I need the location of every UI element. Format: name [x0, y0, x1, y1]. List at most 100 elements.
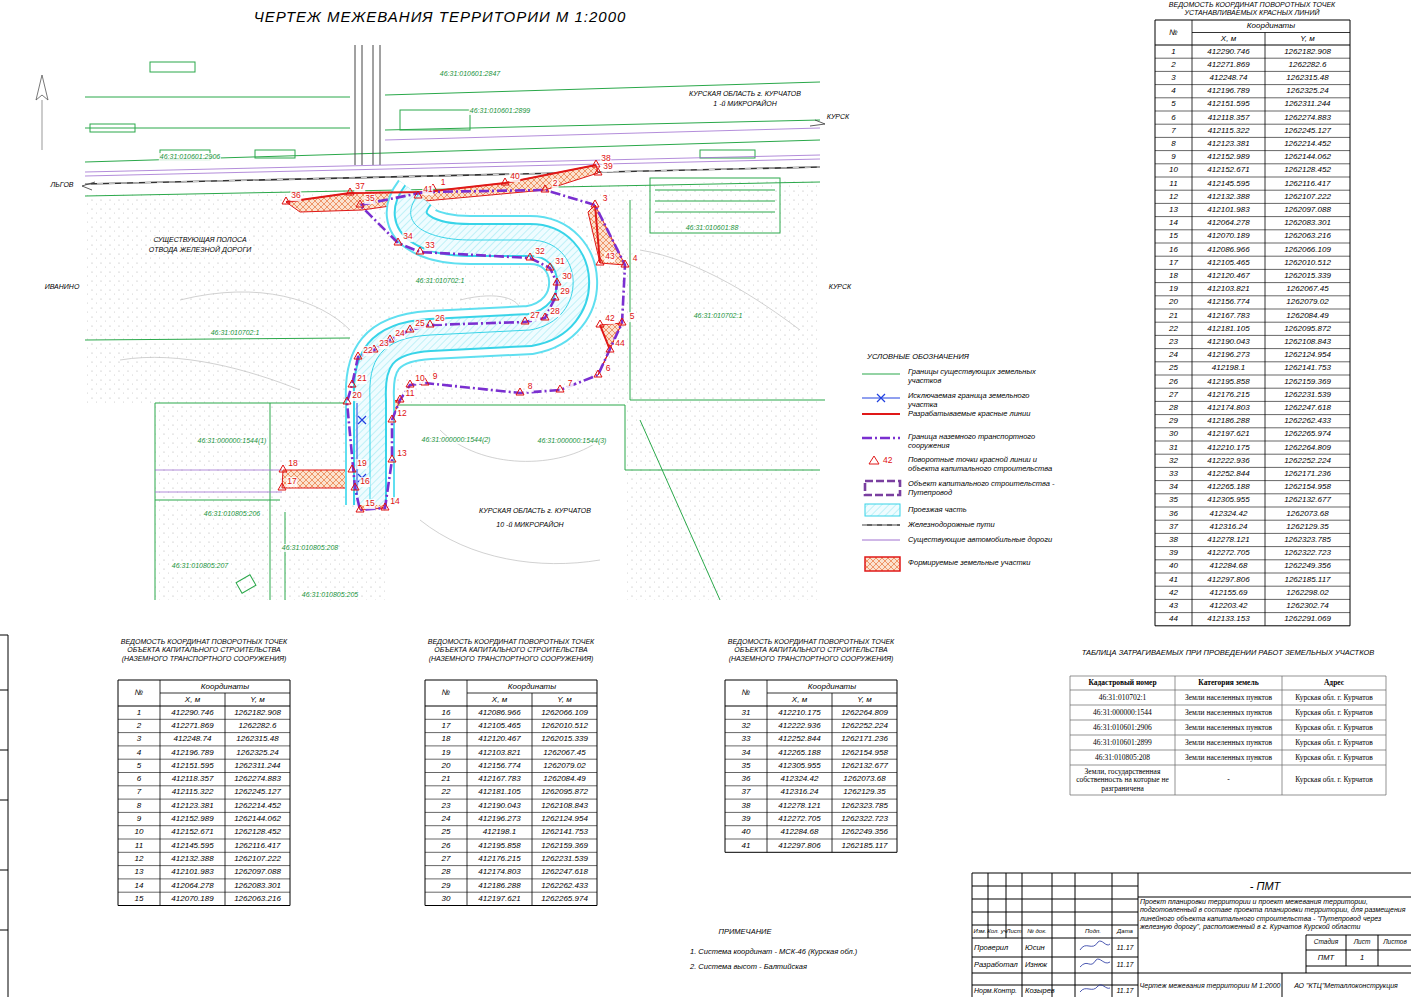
- table-cell: 39: [1169, 549, 1178, 558]
- table-cell: 33: [1169, 469, 1178, 478]
- table-cell: 412316.24: [1210, 522, 1248, 531]
- turning-point-marker: [381, 503, 389, 510]
- table-cell: 22: [442, 788, 451, 797]
- place-name: КУРСК: [828, 283, 852, 291]
- table-cell: 21: [442, 775, 451, 784]
- table-cell: 21: [1169, 311, 1178, 320]
- table-header: Кадастровый номер: [1073, 679, 1172, 687]
- table-cell: 1262095.872: [541, 788, 588, 797]
- grid-line: [1155, 256, 1350, 257]
- table-cell: 34: [742, 748, 751, 757]
- grid-line: [1155, 480, 1350, 481]
- table-cell: 30: [442, 894, 451, 903]
- legend-text: Граница наземного транспортного сооружен…: [908, 433, 1058, 450]
- grid-line: [1155, 45, 1350, 46]
- grid-line: [1155, 282, 1350, 283]
- point-number: 13: [396, 449, 407, 459]
- grid-line: [1155, 309, 1350, 310]
- grid-line: [1070, 720, 1386, 721]
- table-cell: 412272.705: [778, 814, 820, 823]
- grid-line: [1155, 414, 1350, 415]
- grid-line: [118, 759, 290, 760]
- table-cell: 412174.803: [478, 868, 520, 877]
- place-name: СУЩЕСТВУЮЩАЯ ПОЛОСА: [152, 236, 247, 244]
- table-cell: 412152.989: [171, 814, 213, 823]
- point-number: 34: [402, 232, 413, 242]
- table-cell: 1262185.117: [841, 841, 887, 850]
- table-cell: 1262264.809: [1284, 443, 1331, 452]
- grid-line: [425, 865, 597, 866]
- table-cell: 17: [442, 721, 451, 730]
- table-cell: 1262132.677: [841, 761, 888, 770]
- grid-line: [1155, 295, 1350, 296]
- grid-line: [1155, 84, 1350, 85]
- grid-line: [897, 680, 898, 852]
- table-cell: 1262154.958: [1284, 483, 1331, 492]
- table-cell: 14: [135, 881, 144, 890]
- turning-point-marker: [426, 320, 434, 327]
- table-cell: 37: [1169, 522, 1178, 531]
- table-cell: 412324.42: [781, 775, 819, 784]
- point-number: 25: [414, 319, 425, 329]
- table-cell: 28: [442, 868, 451, 877]
- table-cell: 412316.24: [781, 788, 819, 797]
- title-block-text: Листов: [1383, 938, 1407, 945]
- place-name: ЛЬГОВ: [49, 181, 74, 189]
- table-cell: 1262129.35: [843, 788, 885, 797]
- point-number: 15: [364, 499, 375, 509]
- grid-line: [118, 706, 290, 707]
- grid-line: [1155, 612, 1350, 613]
- point-number: 32: [534, 247, 545, 257]
- table-cell: Курская обл. г. Курчатов: [1285, 753, 1383, 761]
- table-cell: 1262144.062: [234, 814, 281, 823]
- table-cell: 1262159.369: [541, 841, 588, 850]
- title-block-text: АО "КТЦ"Металлоконструкция: [1294, 982, 1398, 990]
- table-cell: 1262141.753: [541, 828, 588, 837]
- table-cell: 412284.68: [1210, 562, 1248, 571]
- table-cell: 12: [135, 854, 144, 863]
- table-cell: 1262282.6: [1289, 60, 1327, 69]
- table-cell: 412248.74: [174, 735, 212, 744]
- table-cell: 412155.69: [1210, 588, 1248, 597]
- turning-point-marker: [596, 258, 604, 265]
- table-cell: 412181.105: [478, 788, 520, 797]
- turning-point-marker: [343, 397, 351, 404]
- table-cell: Курская обл. г. Курчатов: [1285, 693, 1383, 701]
- point-number: 9: [432, 372, 439, 382]
- title-block-text: - ПМТ: [1250, 880, 1281, 893]
- table-cell: 29: [442, 881, 451, 890]
- turning-point-marker: [279, 465, 287, 472]
- grid-line: [1070, 750, 1386, 751]
- table-cell: 412210.175: [1207, 443, 1249, 452]
- grid-line: [1155, 58, 1350, 59]
- grid-line: [118, 680, 119, 906]
- table-cell: 412105.465: [478, 721, 520, 730]
- table-cell: 15: [1169, 232, 1178, 241]
- grid-line: [118, 772, 290, 773]
- grid-line: [118, 719, 290, 720]
- grid-line: [1155, 137, 1350, 138]
- table-cell: 412290.746: [1207, 47, 1249, 56]
- grid-line: [118, 852, 290, 853]
- title-block-text: Проект планировки территории и проект ме…: [1140, 898, 1406, 932]
- table-cell: 1262274.883: [1284, 113, 1331, 122]
- table-cell: 1262063.216: [1284, 232, 1331, 241]
- table-cell: 412297.806: [1207, 575, 1249, 584]
- table-cell: 1262315.48: [1286, 73, 1328, 82]
- table-cell: 1262015.339: [541, 735, 588, 744]
- point-number: 20: [351, 391, 362, 401]
- table-cell: 412196.789: [171, 748, 213, 757]
- table-cell: 22: [1169, 324, 1178, 333]
- turning-point-marker: [356, 505, 364, 512]
- table-cell: 412305.955: [1207, 496, 1249, 505]
- point-number: 24: [394, 329, 405, 339]
- table-cell: Земли населенных пунктов: [1178, 753, 1279, 761]
- grid-line: [725, 680, 726, 852]
- title-block-text: Лист: [1354, 938, 1371, 945]
- table-cell: 412086.966: [1207, 245, 1249, 254]
- table-cell: 1262067.45: [1286, 285, 1328, 294]
- place-name: КУРСКАЯ ОБЛАСТЬ г. КУРЧАТОВ: [478, 507, 592, 515]
- grid-line: [1070, 690, 1386, 691]
- table-title: ВЕДОМОСТЬ КООРДИНАТ ПОВОРОТНЫХ ТОЧЕК ОБЪ…: [114, 638, 294, 663]
- grid-line: [1070, 676, 1071, 795]
